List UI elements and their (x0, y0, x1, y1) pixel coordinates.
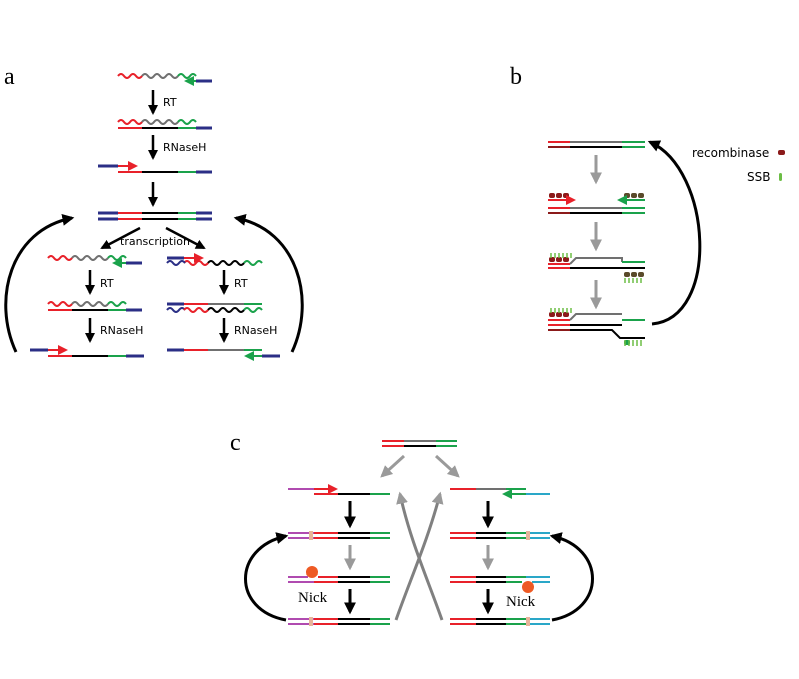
a-label-rnaseh-right: RNaseH (234, 324, 277, 337)
c-arrow-split-left (380, 454, 406, 478)
b-recycle-arrow (647, 140, 702, 326)
c-right-nick-label: Nick (506, 594, 536, 610)
a-arrow-transcription-left (100, 226, 141, 250)
c-arrow-split-right (434, 454, 460, 478)
a-label-transcription: transcription (120, 235, 190, 248)
a-dsdna-with-promoters (98, 211, 212, 221)
c-right-primer-bound (450, 488, 550, 499)
c-left-nick-label: Nick (298, 590, 328, 606)
panel-b: b (510, 64, 785, 346)
b-primers-recombinase (548, 193, 645, 214)
a-left-rna-with-primer (47, 255, 142, 268)
c-left-primer-bound (288, 484, 390, 495)
a-arrow-transcription-right (165, 226, 206, 250)
a-rna-cdna-hybrid (117, 119, 212, 130)
c-right-dsdna-1 (450, 531, 550, 540)
c-right-nicked-dsdna (450, 576, 550, 583)
a-left-cdna-with-primer (30, 345, 144, 358)
panel-b-letter: b (510, 64, 522, 90)
a-left-hybrid (47, 301, 142, 312)
a-recycle-arrow-left (4, 213, 75, 353)
a-label-rt-top: RT (163, 96, 177, 109)
a-rna-template-with-primer (117, 73, 212, 86)
c-right-recycle-arrow (549, 532, 594, 622)
a-label-rt-right: RT (234, 277, 248, 290)
b-strand-invasion (548, 253, 645, 283)
panel-c-letter: c (230, 430, 241, 456)
panel-a: a RT RNaseH (4, 64, 304, 361)
c-left-nicked-dsdna (288, 576, 390, 583)
c-left-nickase-body (306, 566, 318, 578)
b-legend-ssb-label: SSB (747, 170, 770, 184)
a-cdna-with-primer (98, 161, 212, 174)
a-label-rnaseh-top: RNaseH (163, 141, 206, 154)
a-right-cdna-with-primer (167, 348, 280, 361)
c-right-nickase-icon (522, 581, 534, 593)
b-legend-recombinase-label: recombinase (692, 146, 769, 160)
a-label-rnaseh-left: RNaseH (100, 324, 143, 337)
c-left-dsdna-2 (288, 617, 390, 626)
c-right-dsdna-2 (450, 617, 550, 626)
panel-a-letter: a (4, 64, 15, 90)
c-crossover-arrow-right-to-left (396, 491, 444, 621)
b-dsdna-target (548, 141, 645, 148)
a-label-rt-left: RT (100, 277, 114, 290)
b-legend-recombinase-swatch (778, 150, 785, 155)
panel-c: c (230, 430, 594, 626)
a-right-rna-with-primer (166, 253, 263, 266)
b-legend-ssb-swatch (779, 173, 782, 181)
c-left-recycle-arrow (244, 532, 289, 622)
a-recycle-arrow-right (233, 213, 304, 353)
b-extension (548, 308, 645, 346)
a-right-hybrid (166, 302, 263, 313)
c-left-dsdna-1 (288, 531, 390, 540)
c-dsdna-target (382, 440, 457, 447)
